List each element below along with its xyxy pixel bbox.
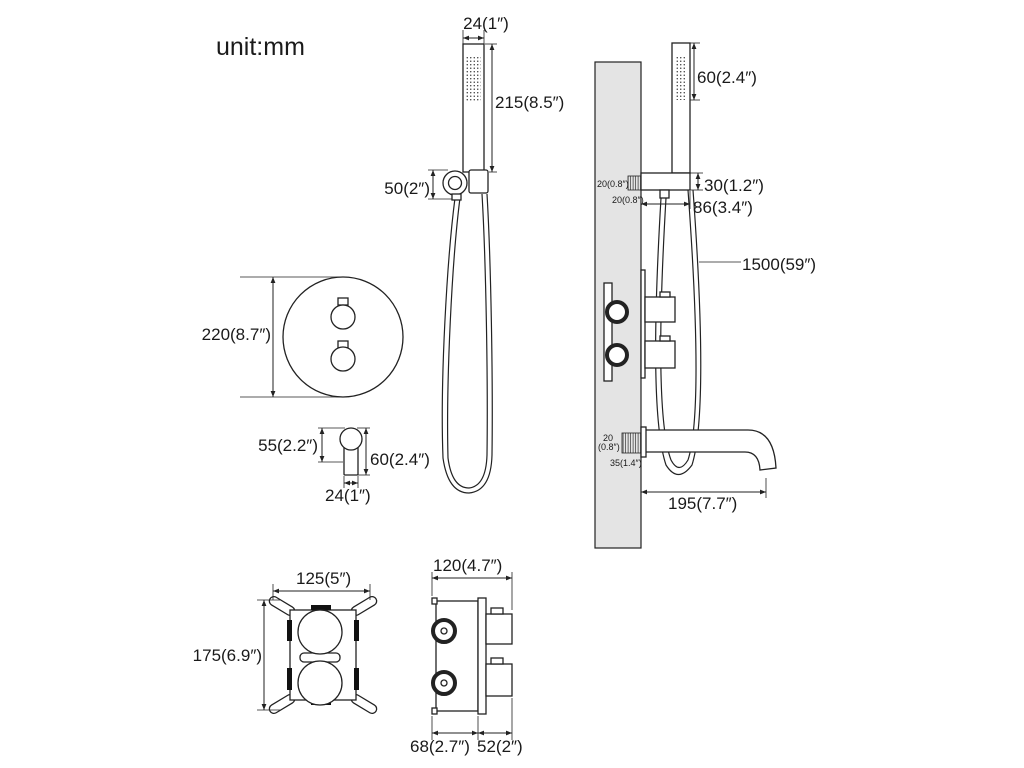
side-lower-cartridge (485, 663, 513, 697)
spout-thread-length-label: 35(1.4″) (610, 458, 642, 468)
valve-lower-nub (659, 335, 671, 342)
hand-shower-width-label: 24(1″) (463, 14, 509, 33)
hand-shower-head-label: 60(2.4″) (697, 68, 757, 87)
valve-mounting-plate (640, 269, 646, 379)
unit-label: unit:mm (216, 33, 305, 61)
holder-hose-connector (659, 189, 670, 199)
spout-thread-inch-label: (0.8″) (598, 442, 620, 452)
holder-bracket (468, 169, 489, 194)
trim-plate-front-view: 220(8.7″) (202, 276, 404, 398)
side-tab-bottom (431, 707, 438, 715)
upper-cartridge-port (297, 609, 343, 655)
spout-thread (621, 432, 642, 454)
holder-arm (640, 172, 691, 191)
clip-left-lower (287, 668, 292, 690)
upper-knob-indicator (337, 297, 349, 306)
hose-outer-line (655, 189, 702, 476)
spout-height-label: 60(2.4″) (370, 450, 430, 469)
side-lower-port-center (440, 679, 448, 687)
lower-knob (330, 346, 356, 372)
valve-depth-front-label: 68(2.7″) (410, 737, 470, 756)
side-upper-port-center (440, 627, 448, 635)
trim-plate-diameter-label: 220(8.7″) (202, 325, 271, 344)
side-upper-cartridge (485, 613, 513, 645)
spout-escutcheon (339, 427, 363, 451)
spout-thread-label: 20 (603, 433, 613, 443)
holder-ring-inner (447, 175, 463, 191)
hose-connector (451, 193, 462, 201)
holder-thread (627, 175, 642, 191)
spout-offset-label: 55(2.2″) (258, 436, 318, 455)
clip-left-upper (287, 620, 292, 641)
hose-inner-line (660, 189, 697, 469)
side-lower-nub (490, 657, 504, 665)
spout-front-view: 55(2.2″) 60(2.4″) 24(1″) (258, 427, 430, 505)
holder-projection-label: 86(3.4″) (693, 198, 753, 217)
valve-width-label: 125(5″) (296, 569, 351, 588)
side-upper-nub (490, 607, 504, 615)
upper-knob (330, 304, 356, 330)
spout-base-plate (640, 426, 647, 458)
trim-plate (282, 276, 404, 398)
clip-top (311, 605, 331, 610)
valve-upper-nub (659, 291, 671, 298)
installed-side-view: 60(2.4″) 20(0.8″) 20(0.8″) 30(1.2″) 86(3… (594, 42, 816, 549)
hose-inner-line (447, 193, 488, 489)
valve-body-side-view: 120(4.7″) 68(2.7″) 52(2″) (410, 556, 523, 756)
lower-knob-side (605, 343, 629, 367)
lower-cartridge-port (297, 660, 343, 706)
holder-height-label: 30(1.2″) (704, 176, 764, 195)
valve-side-width-label: 120(4.7″) (433, 556, 502, 575)
side-plate (477, 597, 487, 715)
upper-knob-side (605, 300, 629, 324)
clip-right-lower (354, 668, 359, 690)
valve-height-label: 175(6.9″) (193, 646, 262, 665)
holder-size-label: 50(2″) (384, 179, 430, 198)
spray-face-nozzles (466, 57, 481, 101)
hose-outer-line (441, 193, 493, 494)
spout-width-label: 24(1″) (325, 486, 371, 505)
hand-shower-length-label: 215(8.5″) (495, 93, 564, 112)
clip-right-upper (354, 620, 359, 641)
spout-projection-label: 195(7.7″) (668, 494, 737, 513)
wall-section (594, 61, 642, 549)
hand-shower-front-view: 24(1″) 215(8.5″) 50(2″) (384, 14, 564, 494)
holder-offset-label: 20(0.8″) (612, 195, 644, 205)
holder-thread-label: 20(0.8″) (597, 179, 629, 189)
valve-lower-cartridge (644, 340, 676, 369)
spray-face-nozzles (675, 55, 687, 100)
valve-depth-back-label: 52(2″) (477, 737, 523, 756)
side-tab-top (431, 597, 438, 605)
mixer-face-plate (603, 282, 613, 382)
hose-length-label: 1500(59″) (742, 255, 816, 274)
valve-body-front-view: 125(5″) 175(6.9″) (193, 569, 378, 715)
spout-pipe (644, 429, 777, 471)
valve-upper-cartridge (644, 296, 676, 323)
